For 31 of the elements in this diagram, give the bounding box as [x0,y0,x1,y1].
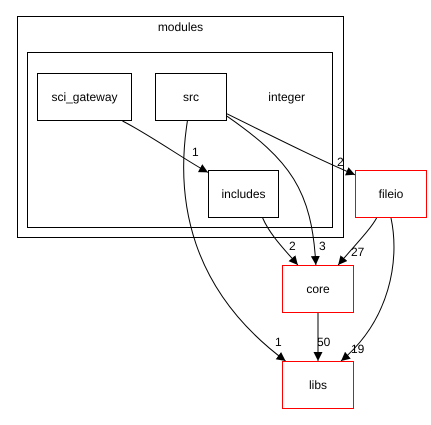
edge-label: 2 [337,156,344,168]
edge-label: 27 [351,246,364,258]
directory-label: includes [221,188,266,200]
dependency-arrow [183,120,286,362]
directory-box [155,73,227,121]
dependency-arrow [226,116,320,266]
directory-label: fileio [378,188,404,200]
folder-label: integer [268,91,305,103]
directory-label: src [183,91,199,103]
directory-box [282,265,354,313]
directory-box [282,361,354,409]
directory-label: libs [308,379,327,391]
directory-label: core [306,283,330,295]
edge-label: 1 [192,146,199,158]
directory-label: sci_gateway [51,91,118,103]
dependency-arrow [314,312,322,362]
edge-label: 19 [351,343,364,355]
directory-box [208,170,279,218]
edge-label: 2 [289,240,296,252]
folder-box [27,52,333,228]
dependency-arrow [262,218,298,266]
directory-box [355,170,427,218]
edge-label: 3 [319,240,326,252]
edge-label: 1 [275,336,282,348]
dependency-arrow [340,218,394,362]
dependency-arrow [122,120,208,173]
directory-box [37,73,132,121]
folder-box [17,16,344,238]
dependency-arrow [226,113,356,176]
dependency-arrow [338,218,378,266]
folder-label: modules [156,21,204,33]
